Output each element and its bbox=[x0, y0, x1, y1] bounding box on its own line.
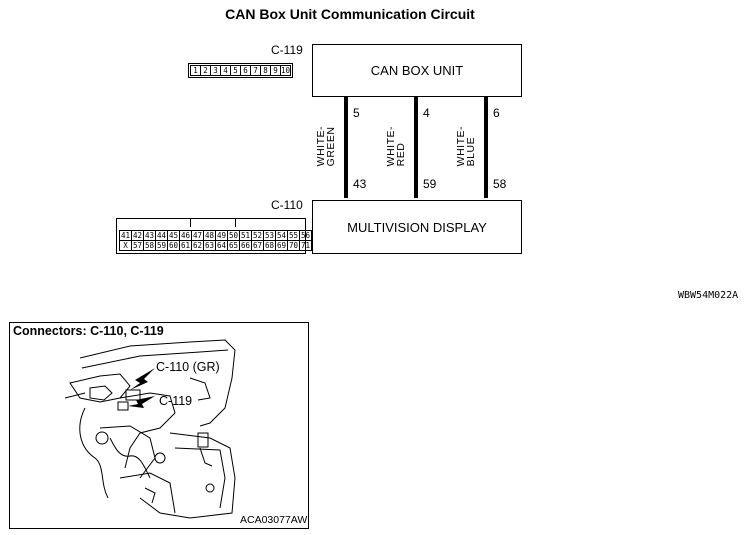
wire-1-bottom-pin: 43 bbox=[353, 177, 367, 191]
connectors-panel bbox=[9, 322, 309, 529]
can-box-unit-label: CAN BOX UNIT bbox=[370, 63, 464, 78]
wire-3-bottom-pin: 58 bbox=[493, 177, 507, 191]
pin-10: 10 bbox=[280, 65, 291, 76]
image-code: ACA03077AW bbox=[240, 514, 308, 526]
connector-c110-label: C-110 bbox=[271, 198, 303, 212]
callout-c110: C-110 (GR) bbox=[156, 360, 220, 374]
connector-c119-label: C-119 bbox=[271, 43, 303, 57]
wire-1-top-pin: 5 bbox=[353, 106, 360, 120]
wire-3-color-label: WHITE- BLUE bbox=[455, 126, 477, 167]
wire-2-top-pin: 4 bbox=[423, 106, 430, 120]
wire-2-color-line2: RED bbox=[395, 142, 407, 167]
dashboard-illustration bbox=[64, 339, 236, 519]
wire-1-color-label: WHITE- GREEN bbox=[315, 126, 337, 167]
wire-1-color-line2: GREEN bbox=[325, 126, 337, 167]
wire-white-green bbox=[344, 96, 348, 198]
diagram-code: WBW54M022A bbox=[678, 290, 739, 301]
wire-2-color-label: WHITE- RED bbox=[385, 126, 407, 167]
wire-2-bottom-pin: 59 bbox=[423, 177, 437, 191]
wire-white-red bbox=[414, 96, 418, 198]
wire-3-color-line2: BLUE bbox=[465, 136, 477, 167]
wire-3-top-pin: 6 bbox=[493, 106, 500, 120]
wire-white-blue bbox=[484, 96, 488, 198]
connector-c110-lock-tab bbox=[190, 218, 236, 227]
callout-c119: C-119 bbox=[159, 394, 193, 408]
multivision-display: MULTIVISION DISPLAY bbox=[312, 200, 522, 254]
connectors-panel-title: Connectors: C-110, C-119 bbox=[13, 324, 164, 338]
can-box-unit: CAN BOX UNIT bbox=[312, 44, 522, 97]
multivision-display-label: MULTIVISION DISPLAY bbox=[347, 219, 487, 235]
diagram-title: CAN Box Unit Communication Circuit bbox=[225, 6, 475, 22]
